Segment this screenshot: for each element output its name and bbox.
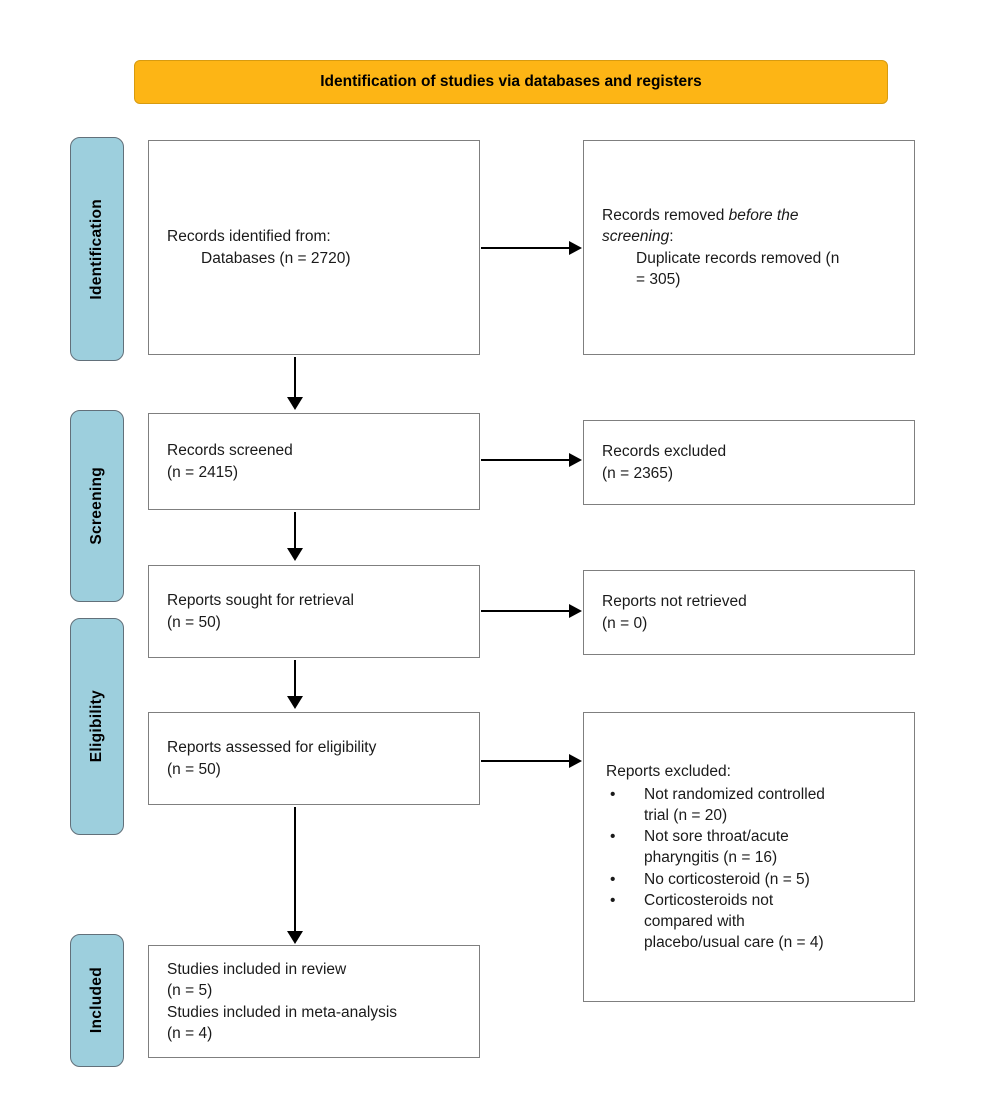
reports-not-retrieved-line2: (n = 0) — [602, 614, 648, 632]
stage-screening-label: Screening — [88, 467, 106, 545]
records-removed-italic2: screening — [602, 228, 670, 246]
studies-included-line2: (n = 5) — [167, 982, 213, 1000]
box-reports-not-retrieved: Reports not retrieved (n = 0) — [583, 570, 915, 655]
studies-included-line3: Studies included in meta-analysis — [167, 1003, 398, 1021]
flow-arrow-right-4 — [481, 754, 582, 768]
flow-arrow-down-1 — [287, 357, 303, 410]
records-screened-line1: Records screened — [167, 442, 293, 460]
stage-identification-label: Identification — [88, 198, 106, 300]
diagram-title: Identification of studies via databases … — [320, 73, 702, 91]
reports-assessed-line1: Reports assessed for eligibility — [167, 739, 377, 757]
stage-eligibility: Eligibility — [70, 618, 124, 835]
records-removed-italic1: before the — [728, 207, 799, 225]
box-studies-included: Studies included in review (n = 5) Studi… — [148, 945, 480, 1058]
records-excluded-line1: Records excluded — [602, 443, 727, 461]
records-removed-tail: : — [669, 228, 674, 246]
records-removed-lead: Records removed — [602, 207, 729, 225]
flow-arrow-down-3 — [287, 660, 303, 709]
flow-arrow-right-1 — [481, 241, 582, 255]
excluded-reason-text: Not randomized controlled trial (n = 20) — [644, 786, 825, 825]
studies-included-line4: (n = 4) — [167, 1024, 213, 1042]
reports-sought-line2: (n = 50) — [167, 613, 221, 631]
stage-identification: Identification — [70, 137, 124, 361]
diagram-title-banner: Identification of studies via databases … — [134, 60, 888, 104]
reports-excluded-list: • Not randomized controlled trial (n = 2… — [606, 784, 900, 953]
excluded-reason-item: • Not sore throat/acute pharyngitis (n =… — [606, 826, 900, 868]
bullet-marker: • — [610, 828, 616, 846]
stage-included: Included — [70, 934, 124, 1067]
excluded-reason-text: Corticosteroids not compared with placeb… — [644, 891, 824, 951]
records-identified-line1: Records identified from: — [167, 228, 331, 246]
records-removed-item: Duplicate records removed (n = 305) — [636, 249, 840, 288]
reports-assessed-line2: (n = 50) — [167, 760, 221, 778]
excluded-reason-text: Not sore throat/acute pharyngitis (n = 1… — [644, 828, 789, 867]
studies-included-line1: Studies included in review — [167, 961, 347, 979]
box-reports-excluded: Reports excluded: • Not randomized contr… — [583, 712, 915, 1002]
records-identified-line2: Databases (n = 2720) — [201, 249, 351, 267]
excluded-reason-item: • Corticosteroids not compared with plac… — [606, 890, 900, 953]
records-removed-heading: Records removed before the screening: — [602, 205, 900, 247]
excluded-reason-text: No corticosteroid (n = 5) — [644, 870, 810, 888]
flow-arrow-down-4 — [287, 807, 303, 944]
stage-included-label: Included — [88, 967, 106, 1034]
box-reports-sought: Reports sought for retrieval (n = 50) — [148, 565, 480, 658]
flow-arrow-right-2 — [481, 453, 582, 467]
flow-arrow-down-2 — [287, 512, 303, 561]
records-screened-line2: (n = 2415) — [167, 463, 239, 481]
records-excluded-line2: (n = 2365) — [602, 464, 674, 482]
box-records-screened: Records screened (n = 2415) — [148, 413, 480, 510]
reports-not-retrieved-line1: Reports not retrieved — [602, 593, 747, 611]
excluded-reason-item: • Not randomized controlled trial (n = 2… — [606, 784, 900, 826]
flow-arrow-right-3 — [481, 604, 582, 618]
reports-sought-line1: Reports sought for retrieval — [167, 592, 354, 610]
bullet-marker: • — [610, 786, 616, 804]
bullet-marker: • — [610, 870, 616, 888]
stage-screening: Screening — [70, 410, 124, 602]
box-records-excluded: Records excluded (n = 2365) — [583, 420, 915, 505]
box-records-removed: Records removed before the screening: Du… — [583, 140, 915, 355]
bullet-marker: • — [610, 891, 616, 909]
stage-eligibility-label: Eligibility — [88, 690, 106, 763]
reports-excluded-title: Reports excluded: — [606, 763, 731, 781]
box-reports-assessed: Reports assessed for eligibility (n = 50… — [148, 712, 480, 805]
box-records-identified: Records identified from: Databases (n = … — [148, 140, 480, 355]
excluded-reason-item: • No corticosteroid (n = 5) — [606, 869, 900, 890]
